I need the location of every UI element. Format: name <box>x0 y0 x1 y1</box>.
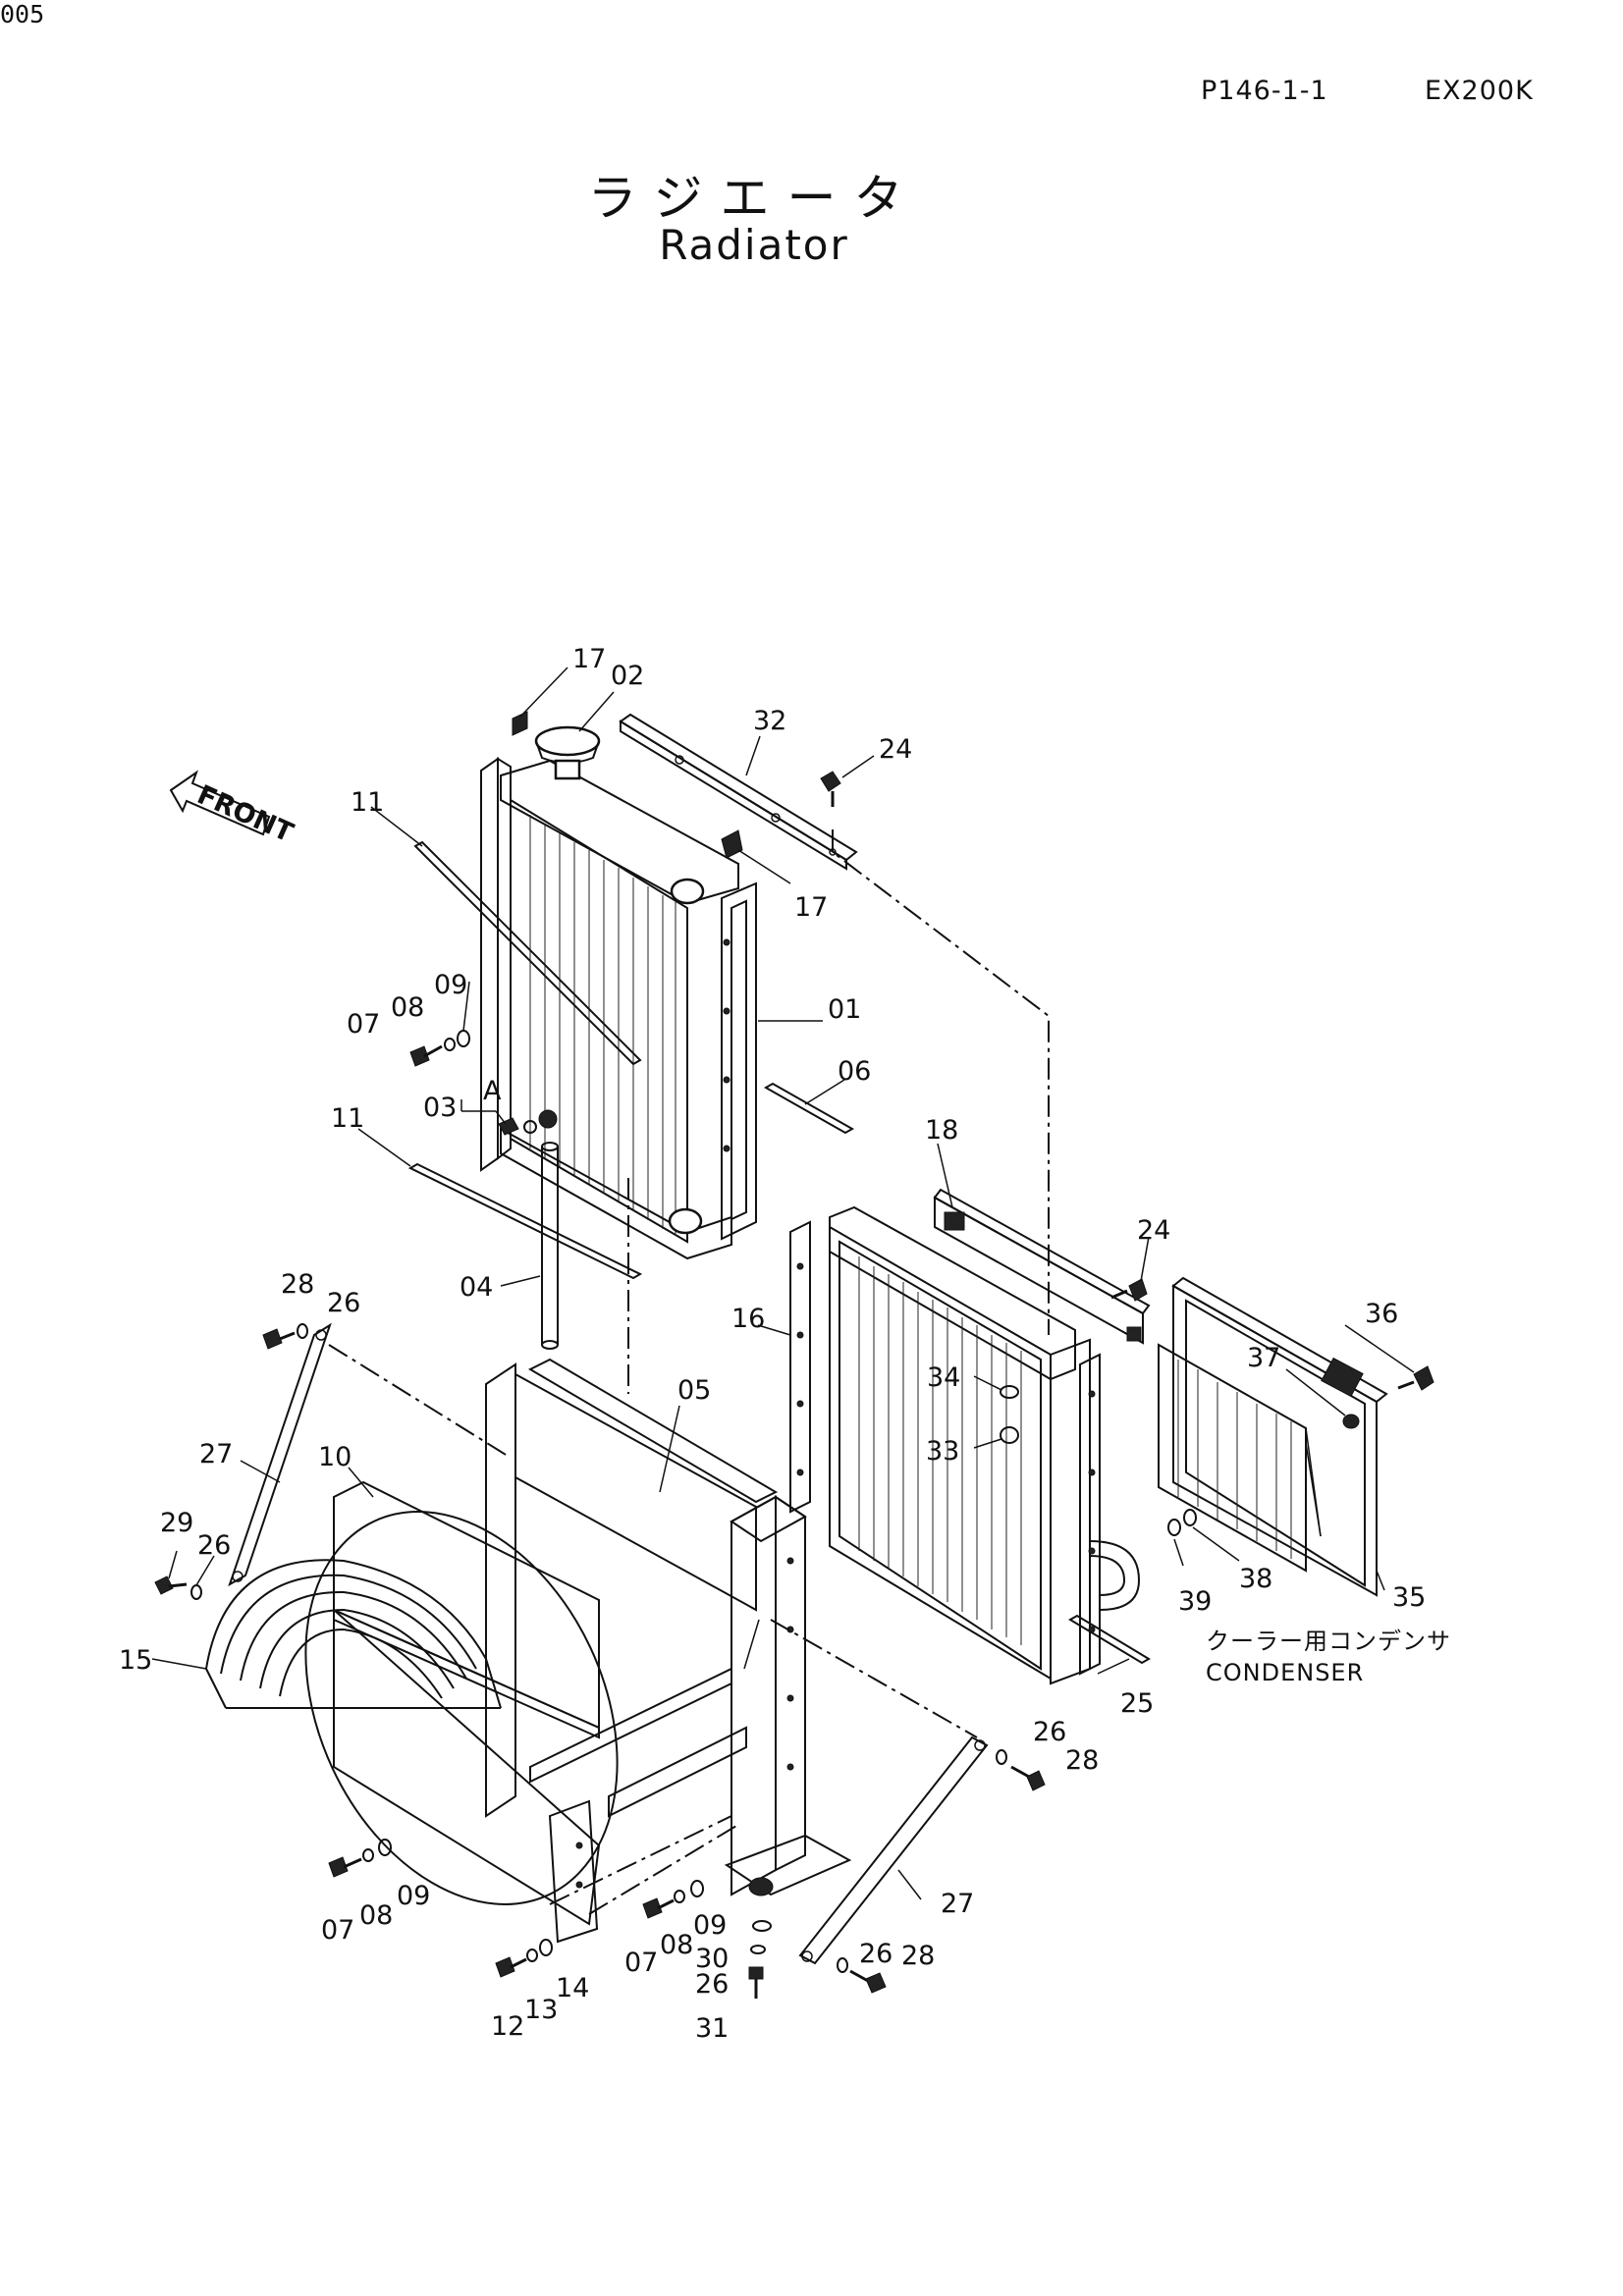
bolt-washer-set-4 <box>996 1749 1046 1791</box>
callout-15: 15 <box>119 1645 152 1676</box>
callout-08: 08 <box>391 992 424 1023</box>
callout-33: 33 <box>926 1436 959 1467</box>
callout-27: 27 <box>199 1439 233 1469</box>
callout-07b: 07 <box>321 1915 354 1946</box>
callout-11: 11 <box>351 787 384 818</box>
washer-part <box>1167 1519 1181 1536</box>
nut-part <box>1342 1414 1360 1429</box>
callout-39: 39 <box>1178 1586 1212 1617</box>
seal-strip-part-3 <box>763 1082 855 1135</box>
callout-04: 04 <box>460 1272 493 1303</box>
callout-01: 01 <box>828 994 861 1025</box>
bolt-washer-set-7 <box>642 1880 704 1919</box>
bolt-washer-set-5 <box>837 1957 887 1994</box>
title-japanese: ラジエータ <box>587 170 921 227</box>
callout-26d: 26 <box>859 1939 893 1969</box>
stay-bar-part <box>619 713 858 871</box>
seal-strip-part <box>413 840 642 1066</box>
wing-bolt-part-3 <box>1397 1365 1434 1391</box>
sheet-number: 005 <box>0 0 45 28</box>
leader-lines <box>151 667 1415 1900</box>
callout-18: 18 <box>925 1115 958 1146</box>
bolt-washer-set-8 <box>495 1939 553 1978</box>
callout-38: 38 <box>1239 1564 1272 1594</box>
callout-24b: 24 <box>1137 1215 1170 1246</box>
callout-25: 25 <box>1120 1688 1154 1719</box>
callout-31: 31 <box>695 2013 729 2044</box>
callout-36: 36 <box>1365 1299 1398 1329</box>
shroud-frame-part <box>304 1358 852 1944</box>
callout-16: 16 <box>731 1304 765 1334</box>
callout-09c: 09 <box>693 1910 727 1941</box>
bolt-washer-set <box>409 1030 470 1067</box>
callout-26c: 26 <box>1033 1717 1066 1747</box>
callout-28b: 28 <box>1065 1745 1099 1776</box>
tie-rod-part <box>228 1322 332 1587</box>
bolt-washer-set-6 <box>328 1839 392 1878</box>
callout-34: 34 <box>927 1362 960 1393</box>
front-label: FRONT <box>192 779 298 849</box>
washer-part-2 <box>1183 1509 1197 1526</box>
callout-08c: 08 <box>660 1930 693 1960</box>
callout-26e: 26 <box>695 1969 729 2000</box>
callout-24: 24 <box>879 734 912 765</box>
callout-09b: 09 <box>397 1881 430 1911</box>
callout-labels: 17 02 32 24 11 17 09 08 07 01 06 03 A 11… <box>119 644 1426 2044</box>
condenser-note-english: CONDENSER <box>1206 1659 1364 1686</box>
bolt-washer-set-2 <box>262 1323 308 1350</box>
bolt-washer-set-9 <box>748 1920 772 1999</box>
detail-marker: A <box>483 1076 502 1106</box>
callout-12: 12 <box>491 2011 524 2042</box>
radiator-cap-part <box>534 725 601 780</box>
page-code: P146-1-1 <box>1201 76 1328 106</box>
bolt-washer-set-3 <box>154 1575 202 1600</box>
drain-valve-part <box>498 1109 558 1136</box>
callout-17b: 17 <box>794 892 828 923</box>
callout-11b: 11 <box>331 1103 364 1134</box>
tie-rod-part-2 <box>798 1735 989 1965</box>
callout-09: 09 <box>434 970 467 1000</box>
callout-14: 14 <box>556 1973 589 2003</box>
cushion-block-part-2 <box>721 829 743 859</box>
callout-26b: 26 <box>197 1530 231 1561</box>
callout-28: 28 <box>281 1269 314 1300</box>
title-english: Radiator <box>659 221 849 269</box>
callout-26: 26 <box>327 1288 360 1318</box>
callout-08b: 08 <box>359 1900 393 1931</box>
model-code: EX200K <box>1425 76 1534 106</box>
drain-hose-part <box>541 1142 559 1350</box>
callout-03: 03 <box>423 1093 457 1123</box>
callout-32: 32 <box>753 706 786 736</box>
condenser-note-japanese: クーラー用コンデンサ <box>1206 1628 1451 1655</box>
callout-17: 17 <box>572 644 606 674</box>
callout-05: 05 <box>677 1375 711 1406</box>
condenser-frame-part <box>789 1205 1151 1685</box>
alignment-lines <box>328 829 1050 1915</box>
wing-bolt-part-2 <box>1110 1278 1148 1302</box>
seal-sheet-part <box>933 1188 1151 1345</box>
callout-02: 02 <box>611 661 644 691</box>
callout-28c: 28 <box>901 1941 935 1971</box>
callout-27b: 27 <box>941 1889 974 1919</box>
callout-06: 06 <box>838 1056 871 1087</box>
fan-guard-part <box>205 1559 502 1709</box>
callout-37: 37 <box>1247 1343 1280 1373</box>
callout-07c: 07 <box>624 1948 658 1978</box>
callout-07: 07 <box>347 1009 380 1040</box>
callout-30: 30 <box>695 1944 729 1974</box>
seal-strip-part-2 <box>407 1162 643 1280</box>
callout-35: 35 <box>1392 1582 1426 1613</box>
callout-29: 29 <box>160 1508 193 1538</box>
callout-10: 10 <box>318 1442 352 1472</box>
cushion-block-part <box>512 711 528 736</box>
callout-13: 13 <box>524 1995 558 2025</box>
radiator-core-part <box>480 757 757 1260</box>
condenser-core-part <box>1158 1276 1388 1597</box>
front-arrow-icon: FRONT <box>169 770 298 849</box>
wing-bolt-part <box>820 771 841 807</box>
